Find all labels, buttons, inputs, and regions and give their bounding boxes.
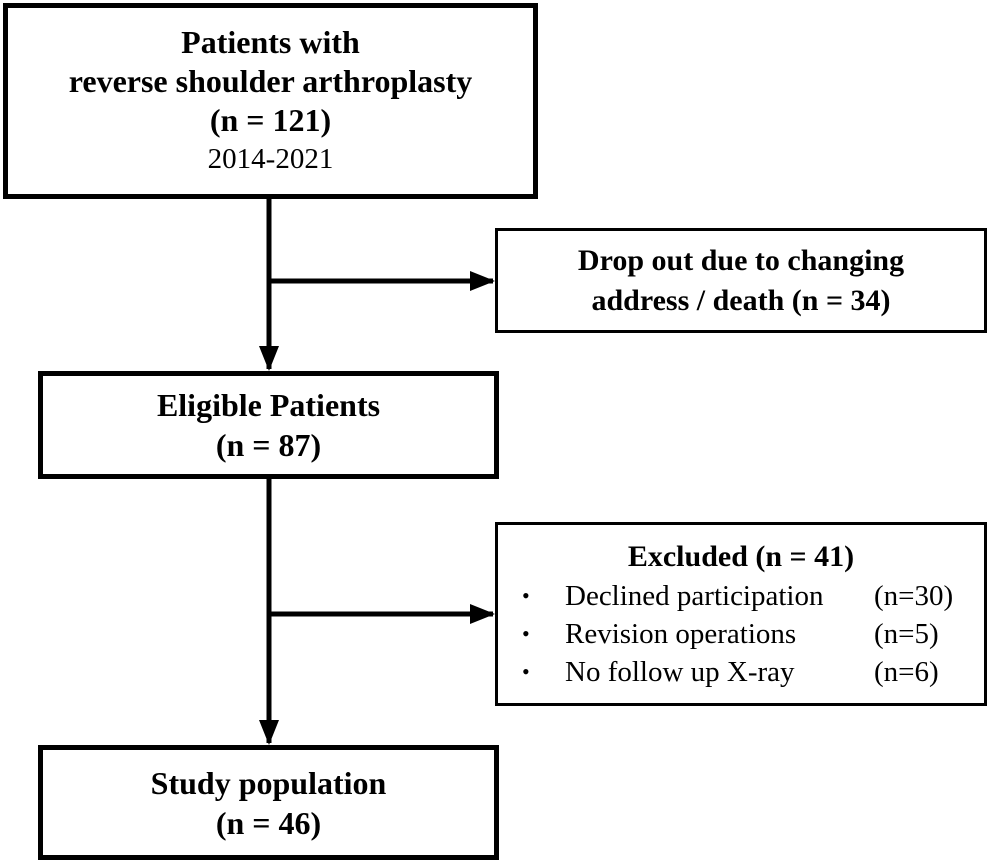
study-box: Study population (n = 46) — [38, 745, 499, 860]
patients-title-line1: Patients with — [181, 24, 360, 60]
bullet-icon: • — [522, 583, 530, 608]
excluded-item-label: Revision operations — [565, 618, 797, 650]
excluded-box: Excluded (n = 41) • Declined participati… — [495, 522, 987, 706]
patients-years: 2014-2021 — [207, 143, 334, 175]
eligible-title: Eligible Patients — [156, 387, 381, 423]
bullet-icon: • — [522, 621, 530, 646]
excluded-item-count: (n=5) — [874, 618, 939, 650]
excluded-item: • No follow up X-ray (n=6) — [498, 653, 984, 691]
excluded-list: • Declined participation (n=30) • Revisi… — [498, 577, 984, 691]
dropout-line1: Drop out due to changing — [577, 243, 905, 277]
study-count: (n = 46) — [215, 804, 322, 841]
excluded-item: • Declined participation (n=30) — [498, 577, 984, 615]
excluded-item: • Revision operations (n=5) — [498, 615, 984, 653]
eligible-box: Eligible Patients (n = 87) — [38, 371, 499, 479]
patients-box: Patients with reverse shoulder arthropla… — [3, 3, 538, 199]
bullet-icon: • — [522, 659, 530, 684]
excluded-item-count: (n=6) — [874, 656, 939, 688]
dropout-line2: address / death (n = 34) — [591, 283, 891, 317]
patients-title-line2: reverse shoulder arthroplasty — [68, 63, 473, 99]
excluded-title: Excluded (n = 41) — [627, 540, 855, 573]
dropout-box: Drop out due to changing address / death… — [495, 228, 987, 333]
excluded-item-count: (n=30) — [874, 580, 954, 612]
patients-count: (n = 121) — [209, 102, 332, 138]
excluded-item-label: No follow up X-ray — [565, 656, 795, 688]
eligible-count: (n = 87) — [215, 427, 322, 463]
study-title: Study population — [150, 764, 387, 801]
excluded-item-label: Declined participation — [565, 580, 824, 612]
